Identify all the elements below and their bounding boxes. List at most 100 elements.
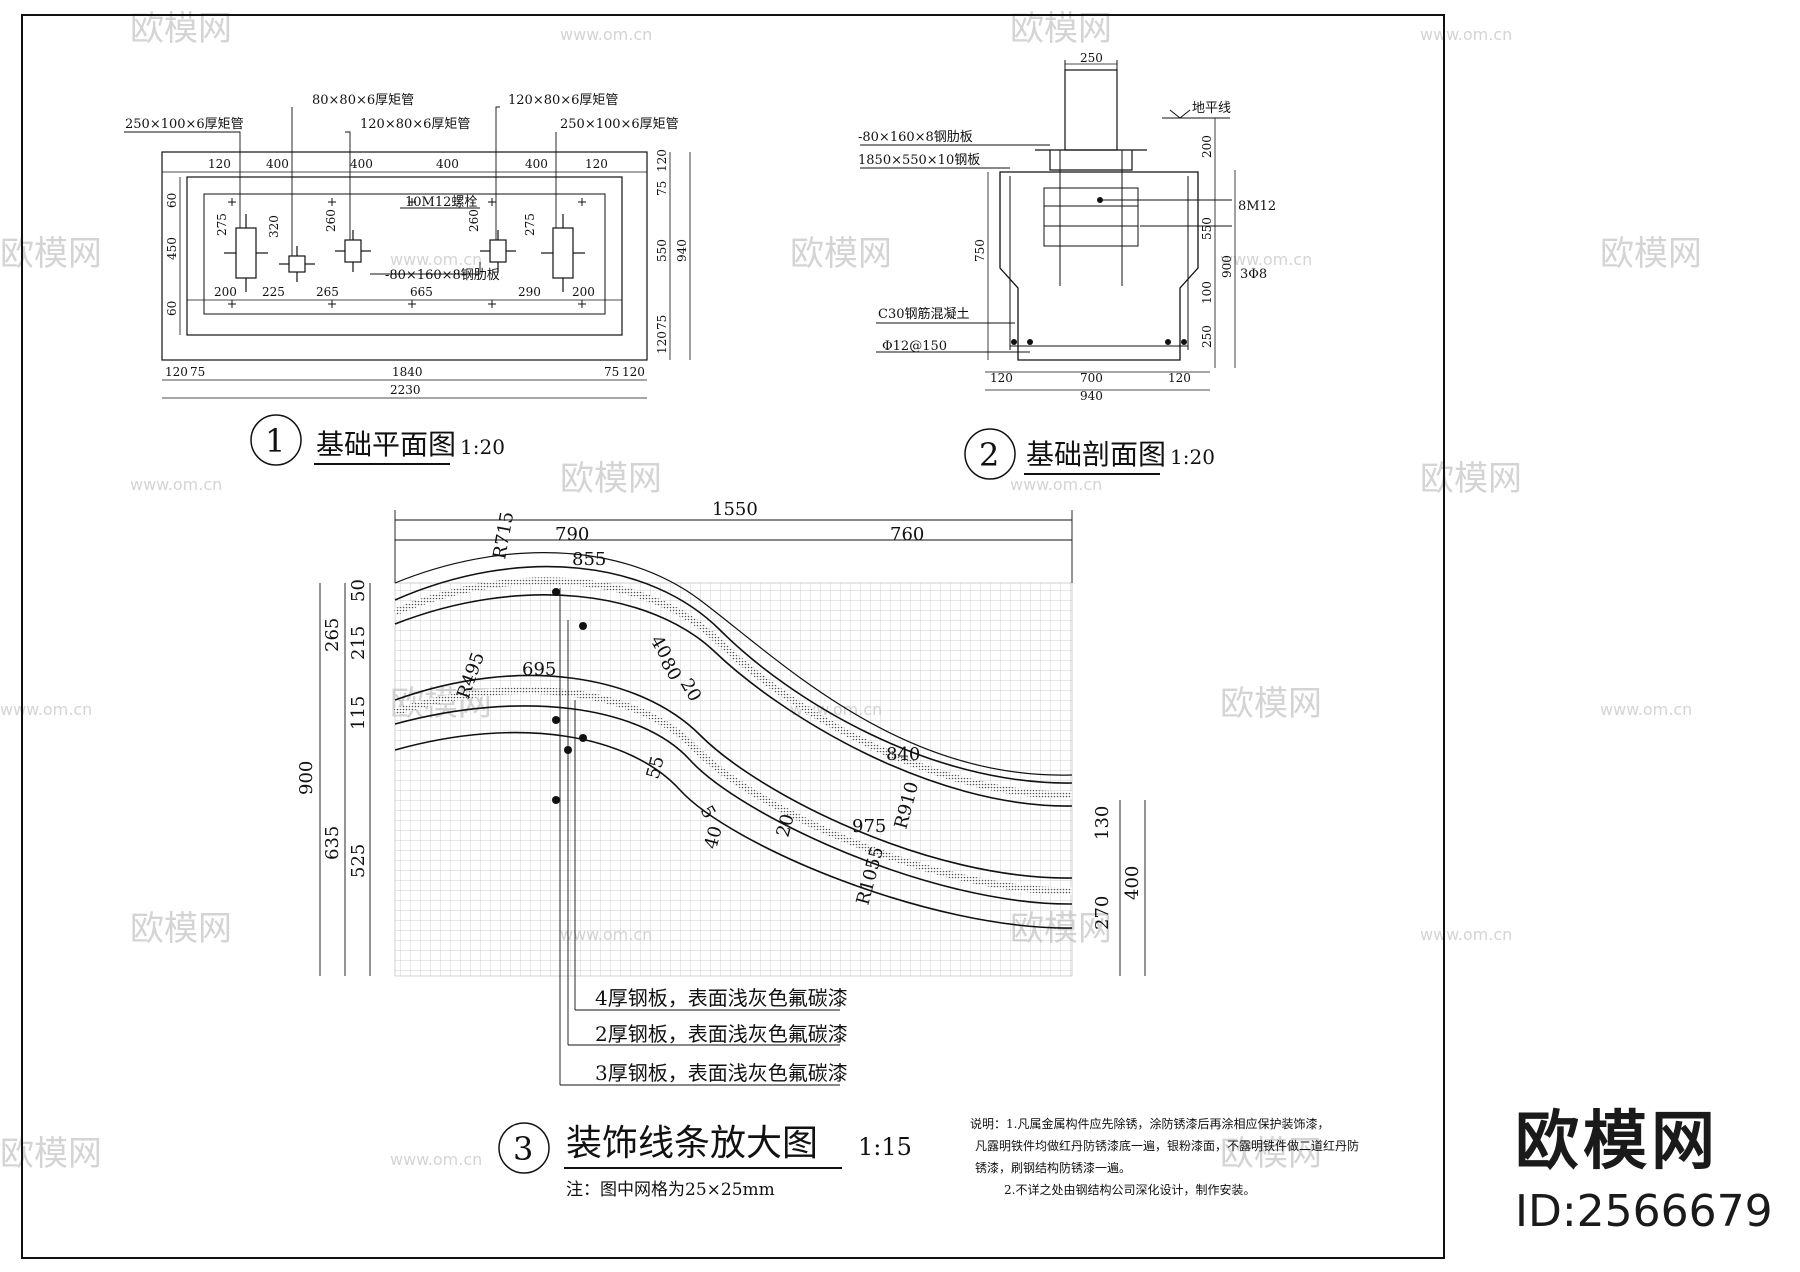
dim: 450 bbox=[165, 237, 179, 260]
callout-tube-2: 80×80×6厚矩管 bbox=[312, 93, 414, 108]
stirrup-label: 3Φ8 bbox=[1240, 267, 1267, 282]
watermark-text: 欧模网 bbox=[560, 459, 662, 499]
model-id: ID:2566679 bbox=[1515, 1186, 1773, 1237]
watermark-text: www.om.cn bbox=[1010, 475, 1102, 494]
dim: 250 bbox=[1080, 51, 1103, 65]
watermark-text: 欧模网 bbox=[1220, 684, 1322, 724]
dim: 900 bbox=[296, 761, 317, 795]
rebar-label: Φ12@150 bbox=[882, 339, 947, 354]
dim: 200 bbox=[1200, 135, 1214, 158]
note-line: 锈漆，刷钢结构防锈漆一遍。 bbox=[975, 1160, 1131, 1175]
dim: 120 bbox=[1168, 371, 1191, 385]
watermark-text: 欧模网 bbox=[790, 234, 892, 274]
dim: 940 bbox=[1080, 389, 1103, 403]
sheet-border bbox=[21, 14, 1445, 1259]
dim: 400 bbox=[350, 157, 373, 171]
dim: 215 bbox=[348, 626, 369, 660]
dim: 120 bbox=[208, 157, 231, 171]
foundation-section-drawing: 250 地平线 - bbox=[858, 51, 1276, 480]
watermark-text: www.om.cn bbox=[1420, 25, 1512, 44]
watermark-text: www.om.cn bbox=[1600, 700, 1692, 719]
dim: 840 bbox=[886, 744, 920, 765]
watermark-text: www.om.cn bbox=[0, 700, 92, 719]
watermark-text: 欧模网 bbox=[0, 1134, 102, 1174]
plate-label-2: 1850×550×10钢板 bbox=[858, 153, 980, 168]
watermark-text: 欧模网 bbox=[1420, 459, 1522, 499]
watermark-text: www.om.cn bbox=[560, 25, 652, 44]
dim: 75 bbox=[655, 315, 669, 330]
dim: 525 bbox=[348, 844, 369, 878]
dim: 940 bbox=[675, 239, 689, 262]
dim: 120 bbox=[622, 365, 645, 379]
decor-line-drawing: 1550 790 760 R715 855 R495 695 840 975 R… bbox=[296, 499, 1146, 1200]
dim: 225 bbox=[262, 285, 285, 299]
section-dimensions: 200 550 900 100 250 750 120 700 120 940 bbox=[973, 135, 1234, 403]
watermark-text: www.om.cn bbox=[390, 250, 482, 269]
dim: 400 bbox=[266, 157, 289, 171]
dim: 270 bbox=[1092, 896, 1113, 930]
drawing-number: 1 bbox=[265, 422, 285, 460]
watermark-text: 欧模网 bbox=[130, 909, 232, 949]
brand-block: 欧模网 ID:2566679 bbox=[1515, 1090, 1773, 1237]
dim: 130 bbox=[1092, 806, 1113, 840]
drawing-number: 3 bbox=[513, 1130, 533, 1168]
watermark-text: www.om.cn bbox=[390, 1150, 482, 1169]
callout-tube-5: 250×100×6厚矩管 bbox=[560, 117, 679, 132]
drawing-title: 装饰线条放大图 bbox=[566, 1123, 818, 1164]
dim: 50 bbox=[348, 579, 369, 602]
dim: 260 bbox=[324, 209, 338, 232]
watermark-text: 欧模网 bbox=[1600, 234, 1702, 274]
dim: 760 bbox=[890, 524, 924, 545]
dim: 635 bbox=[322, 826, 343, 860]
callout-tube-4: 120×80×6厚矩管 bbox=[508, 93, 618, 108]
watermark-text: www.om.cn bbox=[1420, 925, 1512, 944]
drawing-scale: 1:20 bbox=[1170, 445, 1215, 469]
dim: 120 bbox=[990, 371, 1013, 385]
callout-tube-3: 120×80×6厚矩管 bbox=[360, 117, 470, 132]
foundation-plan-drawing: 250×100×6厚矩管 80×80×6厚矩管 120×80×6厚矩管 120×… bbox=[124, 93, 691, 466]
dim: 275 bbox=[523, 213, 537, 236]
drawing-number: 2 bbox=[979, 436, 999, 474]
drawing-scale: 1:15 bbox=[858, 1133, 912, 1161]
material-legend: 4厚钢板，表面浅灰色氟碳漆 2厚钢板，表面浅灰色氟碳漆 3厚钢板，表面浅灰色氟碳… bbox=[595, 986, 848, 1085]
dim: 855 bbox=[572, 549, 606, 570]
watermark-text: www.om.cn bbox=[1220, 250, 1312, 269]
watermark-text: www.om.cn bbox=[130, 475, 222, 494]
drawing-title: 基础平面图 bbox=[316, 428, 456, 461]
dim: 75 bbox=[655, 181, 669, 196]
dim: 275 bbox=[215, 213, 229, 236]
legend-item: 2厚钢板，表面浅灰色氟碳漆 bbox=[595, 1022, 848, 1046]
plate-label-1: -80×160×8钢肋板 bbox=[858, 130, 973, 145]
note-line: 说明：1.凡属金属构件应先除锈，涂防锈漆后再涂相应保护装饰漆， bbox=[970, 1116, 1329, 1131]
dim: 550 bbox=[1200, 217, 1214, 240]
plan-dimensions: 120 400 400 400 400 120 200 225 265 665 … bbox=[165, 149, 689, 397]
dim: 265 bbox=[316, 285, 339, 299]
callout-tube-1: 250×100×6厚矩管 bbox=[125, 117, 244, 132]
dim: 200 bbox=[572, 285, 595, 299]
dim: 700 bbox=[1080, 371, 1103, 385]
dim: 60 bbox=[165, 193, 179, 208]
dim: 400 bbox=[1122, 866, 1143, 900]
drawing-scale: 1:20 bbox=[460, 435, 505, 459]
dim: 75 bbox=[604, 365, 619, 379]
bolt-label: 8M12 bbox=[1238, 199, 1276, 214]
dim: 900 bbox=[1220, 255, 1234, 278]
dim: 115 bbox=[348, 696, 369, 730]
watermark-text: 欧模网 bbox=[0, 234, 102, 274]
plan-title: 1 基础平面图 1:20 bbox=[250, 414, 505, 466]
dim: 250 bbox=[1200, 325, 1214, 348]
watermark-text: 欧模网 bbox=[1220, 1134, 1322, 1174]
dim: 290 bbox=[518, 285, 541, 299]
note-line: 2.不详之处由钢结构公司深化设计，制作安装。 bbox=[1004, 1182, 1255, 1197]
dim: 200 bbox=[214, 285, 237, 299]
note-line: 凡露明铁件均做红丹防锈漆底一遍，银粉漆面，不露明铁件做二道红丹防 bbox=[975, 1138, 1359, 1153]
dim: 120 bbox=[165, 365, 188, 379]
dim: 790 bbox=[555, 524, 589, 545]
dim: 695 bbox=[522, 659, 556, 680]
dim: 400 bbox=[525, 157, 548, 171]
dim: 975 bbox=[852, 816, 886, 837]
dim: 100 bbox=[1200, 281, 1214, 304]
bolt-note: 10M12螺栓 bbox=[405, 195, 477, 210]
brand-name: 欧模网 bbox=[1515, 1105, 1719, 1179]
